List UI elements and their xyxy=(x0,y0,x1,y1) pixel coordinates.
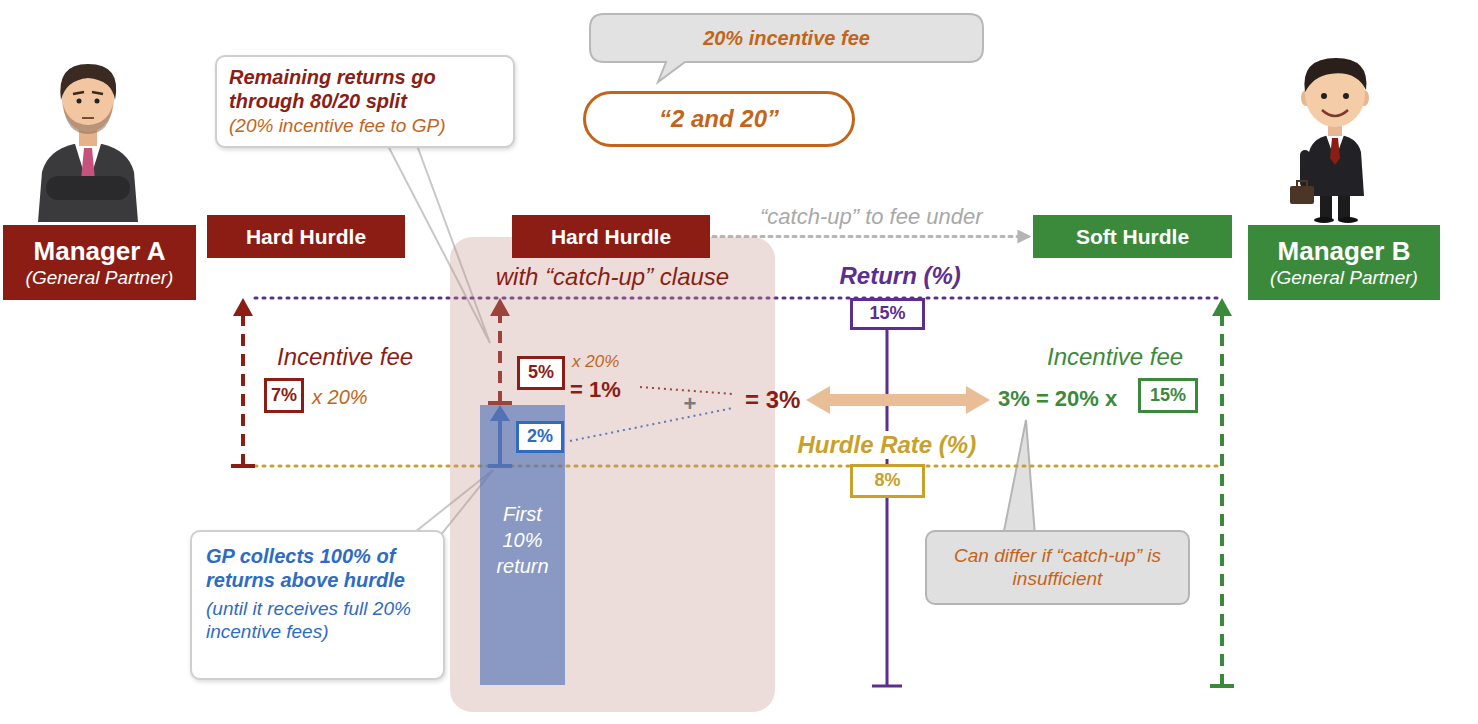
axis-title: Return (%) xyxy=(840,262,961,290)
leg xyxy=(1338,192,1350,220)
mouth xyxy=(82,117,94,119)
fee-total: = 3% xyxy=(745,386,800,414)
beard xyxy=(63,104,113,134)
bar-text: First 10% return xyxy=(484,501,561,579)
brow xyxy=(92,92,103,94)
hurdle-title: Soft Hurdle xyxy=(1076,224,1189,249)
plus-sign: + xyxy=(684,391,697,416)
fee-result: = 1% xyxy=(570,377,621,402)
callout-heading: Remaining returns go through 80/20 split xyxy=(229,65,501,113)
callout-heading: GP collects 100% of returns above hurdle xyxy=(206,544,429,592)
manager-b-figure xyxy=(1290,58,1369,223)
crossed-arms xyxy=(46,176,130,200)
briefcase xyxy=(1290,186,1314,204)
hurdle-title: Hard Hurdle xyxy=(551,224,671,249)
axis-tick xyxy=(872,685,902,688)
value-text: 8% xyxy=(874,470,900,492)
callout-box: Can differ if “catch-up” is insufficient xyxy=(925,530,1190,605)
shoe xyxy=(1338,217,1358,223)
suit xyxy=(38,144,138,222)
value-box: 5% xyxy=(517,356,565,390)
manager-role: (General Partner) xyxy=(1270,267,1418,290)
arm xyxy=(1300,150,1310,188)
manager-name: Manager B xyxy=(1278,236,1411,267)
callout-box: GP collects 100% of returns above hurdle… xyxy=(190,530,445,680)
fee-arrow-shaft xyxy=(241,312,245,466)
brow xyxy=(73,92,84,94)
rate-multiplier: x 20% xyxy=(312,386,368,409)
manager-a-figure xyxy=(38,64,138,222)
value-text: 5% xyxy=(528,362,554,384)
hurdle-box: Hard Hurdle xyxy=(512,215,710,258)
eye xyxy=(95,99,100,104)
catch-up-region: with “catch-up” clauseHard HurdleFirst 1… xyxy=(450,237,775,712)
tie xyxy=(1330,138,1340,165)
manager-label: Manager B(General Partner) xyxy=(1248,225,1440,300)
hurdle-box: Hard Hurdle xyxy=(207,215,405,258)
hurdle-title: Hard Hurdle xyxy=(246,224,366,249)
connector-label: “catch-up” to fee under xyxy=(760,204,983,229)
manager-name: Manager A xyxy=(34,236,166,267)
fee-arrow-tick xyxy=(231,464,255,468)
leg xyxy=(1320,192,1332,220)
fee-arrow-head xyxy=(233,298,253,316)
callout-box: Remaining returns go through 80/20 split… xyxy=(215,55,515,148)
bubble-text: 20% incentive fee xyxy=(703,26,870,50)
manager-role: (General Partner) xyxy=(26,267,174,290)
value-box: 7% xyxy=(264,378,304,413)
jacket xyxy=(1306,134,1364,196)
shoe xyxy=(1314,217,1334,223)
equal-double-arrow xyxy=(806,386,990,414)
smile xyxy=(1322,110,1348,116)
value-box: 8% xyxy=(850,464,925,498)
fee-arrow-tick xyxy=(1210,684,1234,688)
value-text: 2% xyxy=(527,426,553,448)
hair xyxy=(60,64,116,100)
region-caption: with “catch-up” clause xyxy=(496,263,729,292)
value-box: 2% xyxy=(516,421,564,453)
bubble-path xyxy=(590,14,983,82)
pill-text: “2 and 20” xyxy=(659,105,779,134)
value-box: 15% xyxy=(1138,378,1198,413)
fee-formula: 3% = 20% x xyxy=(998,386,1117,411)
value-text: 7% xyxy=(271,385,297,407)
fee-caption: Incentive fee xyxy=(1047,343,1183,371)
fee-arrow-head xyxy=(1212,298,1232,316)
rate-multiplier: x 20% xyxy=(572,352,619,372)
fee-structure-pill: “2 and 20” xyxy=(583,91,855,147)
axis-title: Hurdle Rate (%) xyxy=(794,431,981,459)
fee-arrow-shaft xyxy=(1220,312,1224,686)
fee-caption: Incentive fee xyxy=(277,343,413,371)
callout-tail xyxy=(1003,420,1035,536)
hurdle-box: Soft Hurdle xyxy=(1033,215,1232,258)
manager-label: Manager A(General Partner) xyxy=(3,225,196,300)
value-text: 15% xyxy=(1150,385,1186,407)
hair xyxy=(1304,58,1366,92)
eye xyxy=(77,99,82,104)
eye xyxy=(1343,93,1349,99)
speech-bubble: 20% incentive fee xyxy=(590,14,983,62)
callout-note: Can differ if “catch-up” is insufficient xyxy=(939,545,1176,591)
eye xyxy=(1321,93,1327,99)
value-box: 15% xyxy=(850,298,925,330)
value-text: 15% xyxy=(869,303,905,325)
callout-note: (until it receives full 20% incentive fe… xyxy=(206,598,429,644)
callout-note: (20% incentive fee to GP) xyxy=(229,115,446,138)
